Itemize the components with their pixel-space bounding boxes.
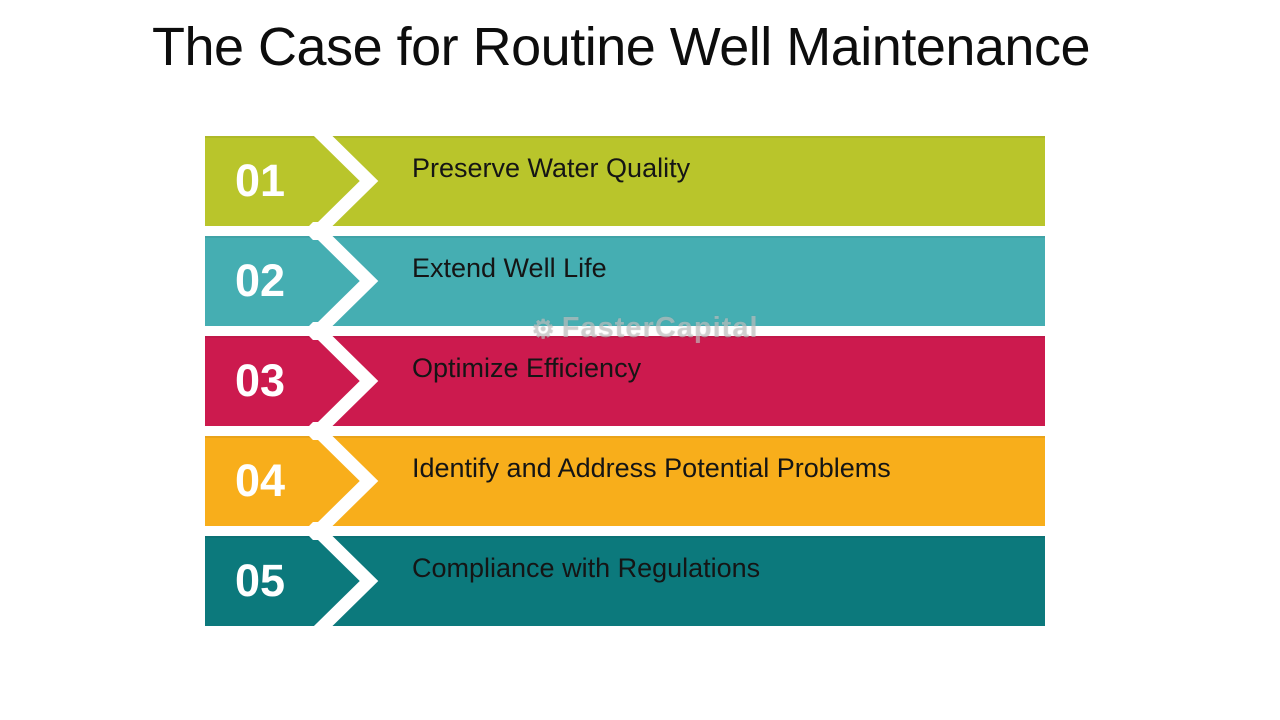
item-label: Extend Well Life: [412, 253, 607, 283]
item-number: 01: [234, 155, 286, 206]
item-number: 04: [234, 455, 286, 506]
item-number: 05: [234, 555, 286, 606]
item-label: Identify and Address Potential Problems: [412, 453, 891, 483]
item-number: 03: [234, 355, 286, 406]
item-label: Compliance with Regulations: [412, 553, 761, 583]
list-item: 05 Compliance with Regulations: [205, 522, 1045, 640]
item-label: Optimize Efficiency: [412, 353, 642, 383]
item-label: Preserve Water Quality: [412, 153, 691, 183]
list-item: 04 Identify and Address Potential Proble…: [205, 422, 1045, 540]
list-item: 01 Preserve Water Quality: [205, 122, 1045, 240]
list-item: 02 Extend Well Life: [205, 222, 1045, 340]
list-item: 03 Optimize Efficiency: [205, 322, 1045, 440]
item-number: 02: [234, 255, 286, 306]
page-title: The Case for Routine Well Maintenance: [152, 17, 1091, 77]
maintenance-steps-list: 01 Preserve Water Quality 02 Extend Well…: [205, 122, 1045, 640]
